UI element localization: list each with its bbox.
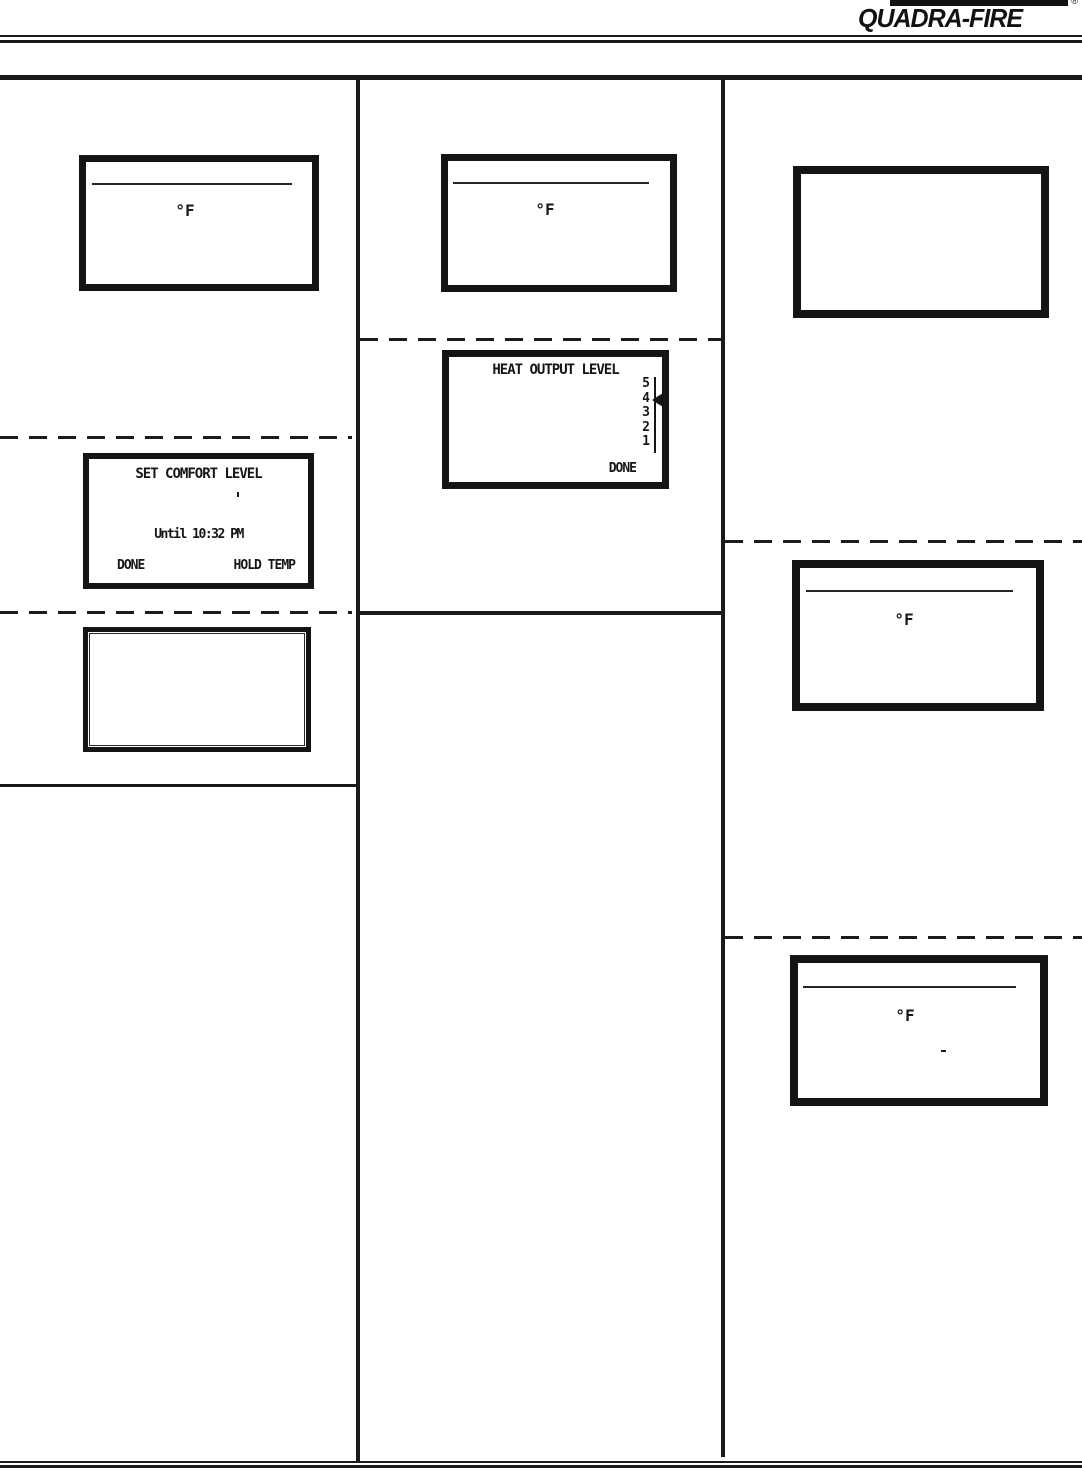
selected-level-arrow-icon bbox=[652, 393, 663, 407]
display-divider-line bbox=[92, 183, 292, 185]
logo-top-bar bbox=[890, 0, 1068, 6]
header-rule-thin bbox=[0, 35, 1082, 37]
display-divider-line bbox=[806, 590, 1013, 592]
logo-wordmark: QUADRA-FIRE bbox=[858, 4, 1023, 34]
dashed-separator-right-2 bbox=[725, 936, 1082, 939]
set-comfort-level-title: SET COMFORT LEVEL bbox=[135, 466, 262, 482]
dashed-separator-left-2 bbox=[0, 611, 352, 614]
dashed-separator-left-1 bbox=[0, 436, 352, 439]
display-divider-line bbox=[803, 986, 1016, 988]
thermostat-display-left: °F bbox=[79, 155, 319, 291]
thermostat-display-middle: °F bbox=[441, 154, 677, 292]
blank-display-right bbox=[793, 166, 1049, 318]
temperature-unit-label: °F bbox=[175, 201, 195, 220]
solid-separator-left bbox=[0, 784, 356, 787]
column-divider-right bbox=[721, 80, 725, 1457]
column-divider-left bbox=[356, 80, 360, 1462]
solid-separator-middle bbox=[356, 611, 723, 615]
blank-display-left bbox=[83, 627, 311, 752]
heat-output-level-display: HEAT OUTPUT LEVEL 5 4 3 2 1 DONE bbox=[442, 350, 669, 489]
quadra-fire-logo: QUADRA-FIRE ® bbox=[858, 0, 1078, 34]
thermostat-display-right-bottom: °F bbox=[790, 955, 1048, 1106]
done-label: DONE bbox=[117, 558, 145, 573]
page-bottom-rule-thin bbox=[0, 1461, 1082, 1463]
heat-output-level-title: HEAT OUTPUT LEVEL bbox=[492, 362, 619, 378]
dashed-separator-middle bbox=[360, 338, 721, 341]
content-top-border bbox=[0, 75, 1082, 80]
hold-temp-label: HOLD TEMP bbox=[233, 558, 296, 573]
heat-level-4: 4 bbox=[642, 390, 650, 406]
set-comfort-level-display: SET COMFORT LEVEL Until 10:32 PM DONE HO… bbox=[83, 453, 314, 589]
temperature-unit-label: °F bbox=[895, 1006, 915, 1025]
registered-trademark-icon: ® bbox=[1071, 0, 1078, 6]
heat-level-5: 5 bbox=[642, 376, 650, 391]
temperature-unit-label: °F bbox=[535, 200, 555, 219]
temperature-unit-label: °F bbox=[894, 610, 914, 629]
heat-level-scale: 5 4 3 2 1 bbox=[642, 376, 656, 453]
stray-mark bbox=[237, 492, 239, 497]
thermostat-display-right-mid: °F bbox=[792, 560, 1044, 711]
stray-mark bbox=[941, 1050, 946, 1052]
heat-level-3: 3 bbox=[642, 405, 650, 420]
dashed-separator-right-1 bbox=[725, 540, 1082, 543]
done-label: DONE bbox=[608, 461, 637, 476]
heat-level-2: 2 bbox=[642, 419, 650, 435]
header-rule-thick bbox=[0, 40, 1082, 43]
heat-level-1: 1 bbox=[642, 434, 650, 449]
page-bottom-rule-thick bbox=[0, 1465, 1082, 1468]
display-divider-line bbox=[453, 182, 649, 184]
until-time-label: Until 10:32 PM bbox=[154, 527, 244, 542]
